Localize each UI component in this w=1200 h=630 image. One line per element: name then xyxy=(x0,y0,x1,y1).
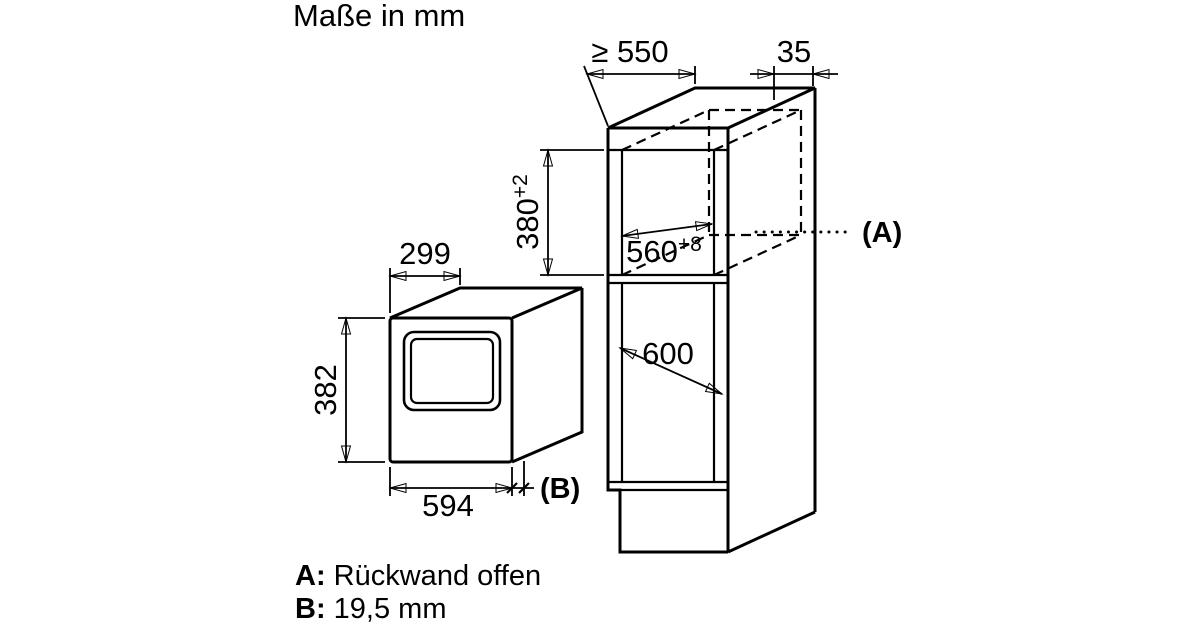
dim-niche-height: 380+2 xyxy=(509,148,604,277)
dimension-line xyxy=(620,221,714,239)
callout-b-label: (B) xyxy=(540,473,580,505)
legend-row-b: B: 19,5 mm xyxy=(295,593,541,626)
microwave-window-inner xyxy=(409,337,495,405)
microwave-door-front xyxy=(388,316,514,464)
niche-height-tolerance: +2 xyxy=(509,174,532,198)
legend: A: Rückwand offen B: 19,5 mm xyxy=(295,560,541,626)
niche-height-value: 380 xyxy=(510,198,545,250)
dim-niche-width: 560+8 xyxy=(620,221,714,269)
niche-height-label: 380+2 xyxy=(509,174,545,250)
legend-b-text: 19,5 mm xyxy=(333,593,447,625)
dim-appliance-height: 382 xyxy=(308,316,385,464)
extension-lines xyxy=(540,149,604,276)
microwave-drawing xyxy=(388,286,584,464)
dim-rear-gap: 35 xyxy=(750,34,838,100)
appliance-depth-label: 299 xyxy=(399,236,451,271)
dim-appliance-width: 594 (B) xyxy=(388,461,580,523)
dimension-ticks xyxy=(506,482,530,494)
niche-width-tolerance: +8 xyxy=(678,233,702,256)
niche-width-label: 560+8 xyxy=(626,233,702,269)
appliance-width-label: 594 xyxy=(422,488,474,523)
page-title: Maße in mm xyxy=(293,0,466,33)
callout-a-label: (A) xyxy=(862,217,902,249)
dim-cabinet-depth: ≥ 550 xyxy=(583,34,697,127)
legend-row-a: A: Rückwand offen xyxy=(295,560,541,593)
dimension-line xyxy=(618,347,724,395)
microwave-window-outer xyxy=(402,330,502,412)
dim-appliance-depth: 299 xyxy=(388,236,462,313)
legend-b-key: B: xyxy=(295,593,326,625)
dim-lower-compartment: 600 xyxy=(618,336,724,395)
extension-lines xyxy=(773,66,814,100)
callout-a: (A) xyxy=(754,217,902,249)
extension-lines xyxy=(338,317,385,463)
legend-a-text: Rückwand offen xyxy=(333,560,542,592)
microwave-body-edges xyxy=(389,286,584,464)
cabinet-depth-label: ≥ 550 xyxy=(591,34,668,69)
cabinet-drawing xyxy=(606,86,817,554)
rear-gap-label: 35 xyxy=(777,34,811,69)
cabinet-front-panel-edges xyxy=(608,148,728,492)
niche-width-value: 560 xyxy=(626,234,678,269)
extension-lines xyxy=(389,268,461,313)
compartment-width-label: 600 xyxy=(642,336,694,371)
legend-a-key: A: xyxy=(295,560,326,592)
appliance-height-label: 382 xyxy=(308,364,343,416)
